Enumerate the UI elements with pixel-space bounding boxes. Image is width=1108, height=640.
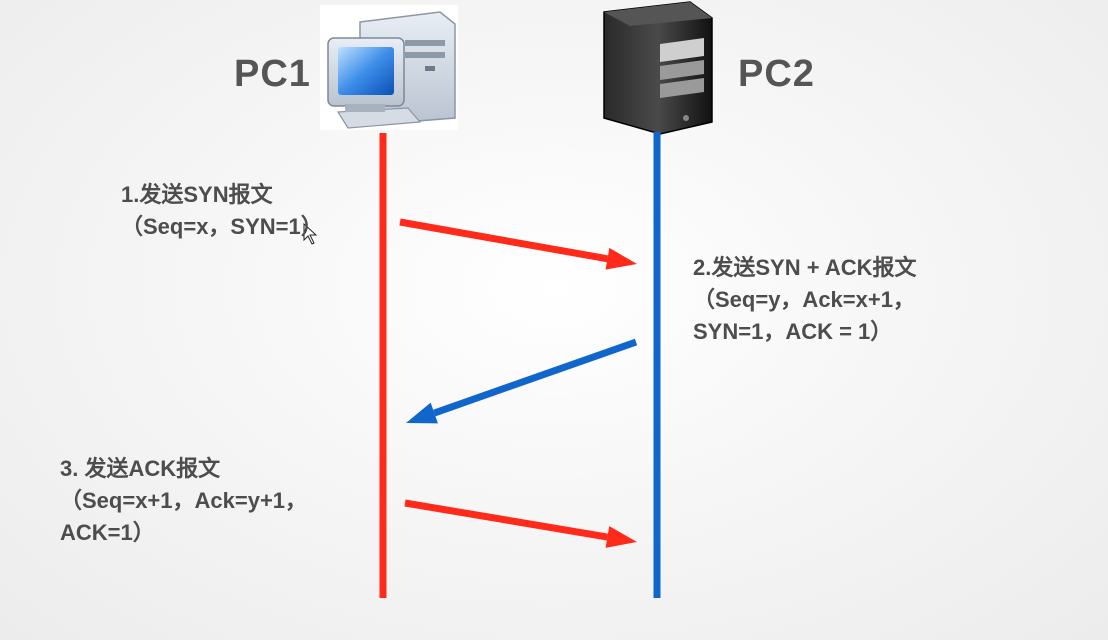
desktop-computer-icon [320,5,458,130]
message-1-label: 1.发送SYN报文 （Seq=x，SYN=1） [121,179,323,243]
message-1-step: 1.发送SYN报文 [121,182,273,207]
message-3-detail-line1: （Seq=x+1，Ack=y+1， [60,488,308,513]
server-tower-icon [603,1,713,135]
message-2-detail-line1: （Seq=y，Ack=x+1， [693,287,915,312]
message-3-arrow [404,499,637,548]
message-2-detail-line2: SYN=1，ACK = 1） [693,319,893,344]
message-3-detail-line2: ACK=1） [60,520,155,545]
pc2-label: PC2 [738,53,815,95]
mouse-cursor-icon [303,222,318,245]
message-1-arrow [399,218,637,270]
message-2-step: 2.发送SYN + ACK报文 [693,255,917,280]
message-1-detail: （Seq=x，SYN=1） [121,214,323,239]
message-2-label: 2.发送SYN + ACK报文 （Seq=y，Ack=x+1， SYN=1，AC… [693,252,917,348]
message-3-label: 3. 发送ACK报文 （Seq=x+1，Ack=y+1， ACK=1） [60,453,307,549]
message-3-step: 3. 发送ACK报文 [60,456,221,481]
pc1-label: PC1 [234,53,311,95]
message-2-arrow [406,338,638,424]
